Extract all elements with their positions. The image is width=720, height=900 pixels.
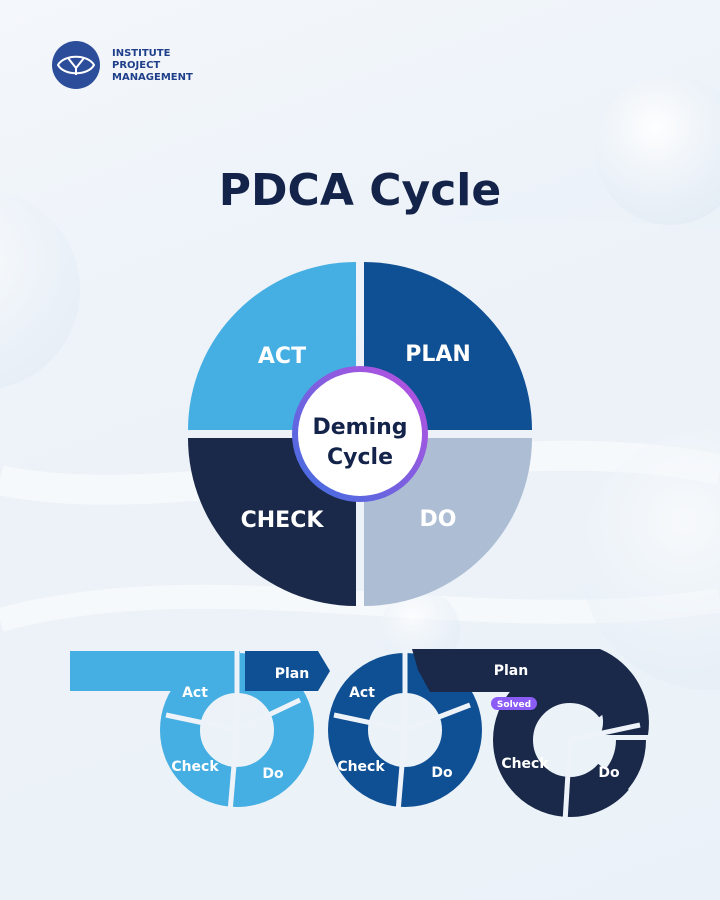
center-label-line-2: Cycle [327,445,393,470]
stage-1-plan-arrow [226,651,330,691]
wheel-label-plan: PLAN [405,342,471,367]
logo-line-2: PROJECT [112,60,160,71]
stage-2-label-act: Act [349,685,375,701]
stage-1-label-check: Check [171,759,219,775]
logo-eye-icon [52,41,100,89]
chain-stage-3: Solved Plan Check Do [412,649,649,823]
stage-2-label-check: Check [337,759,385,775]
center-label-line-1: Deming [312,415,407,440]
solved-badge [491,697,537,710]
pdca-wheel: ACT PLAN CHECK DO Deming Cycle [188,262,532,606]
chain-stage-2: Act Check Do [328,645,482,813]
wheel-label-act: ACT [258,344,306,369]
wheel-label-do: DO [420,507,457,532]
logo-line-1: INSTITUTE [112,48,171,59]
stage-3-label-check: Check [501,756,549,772]
cycle-chain: Act Plan Check Do Act Check Do Solved [70,645,649,823]
stage-3-label-plan: Plan [494,663,528,679]
page-title: PDCA Cycle [219,165,501,216]
stage-1-label-do: Do [262,766,284,782]
stage-1-label-plan: Plan [275,666,309,682]
logo-line-3: MANAGEMENT [112,72,193,83]
chain-stage-1: Act Plan Check Do [160,645,330,813]
solved-badge-label: Solved [497,700,531,710]
stage-3-label-do: Do [598,765,620,781]
center-disc [298,372,422,496]
stage-2-label-do: Do [431,765,453,781]
wheel-label-check: CHECK [241,508,325,533]
stage-1-label-act: Act [182,685,208,701]
logo: INSTITUTE PROJECT MANAGEMENT [52,41,193,89]
